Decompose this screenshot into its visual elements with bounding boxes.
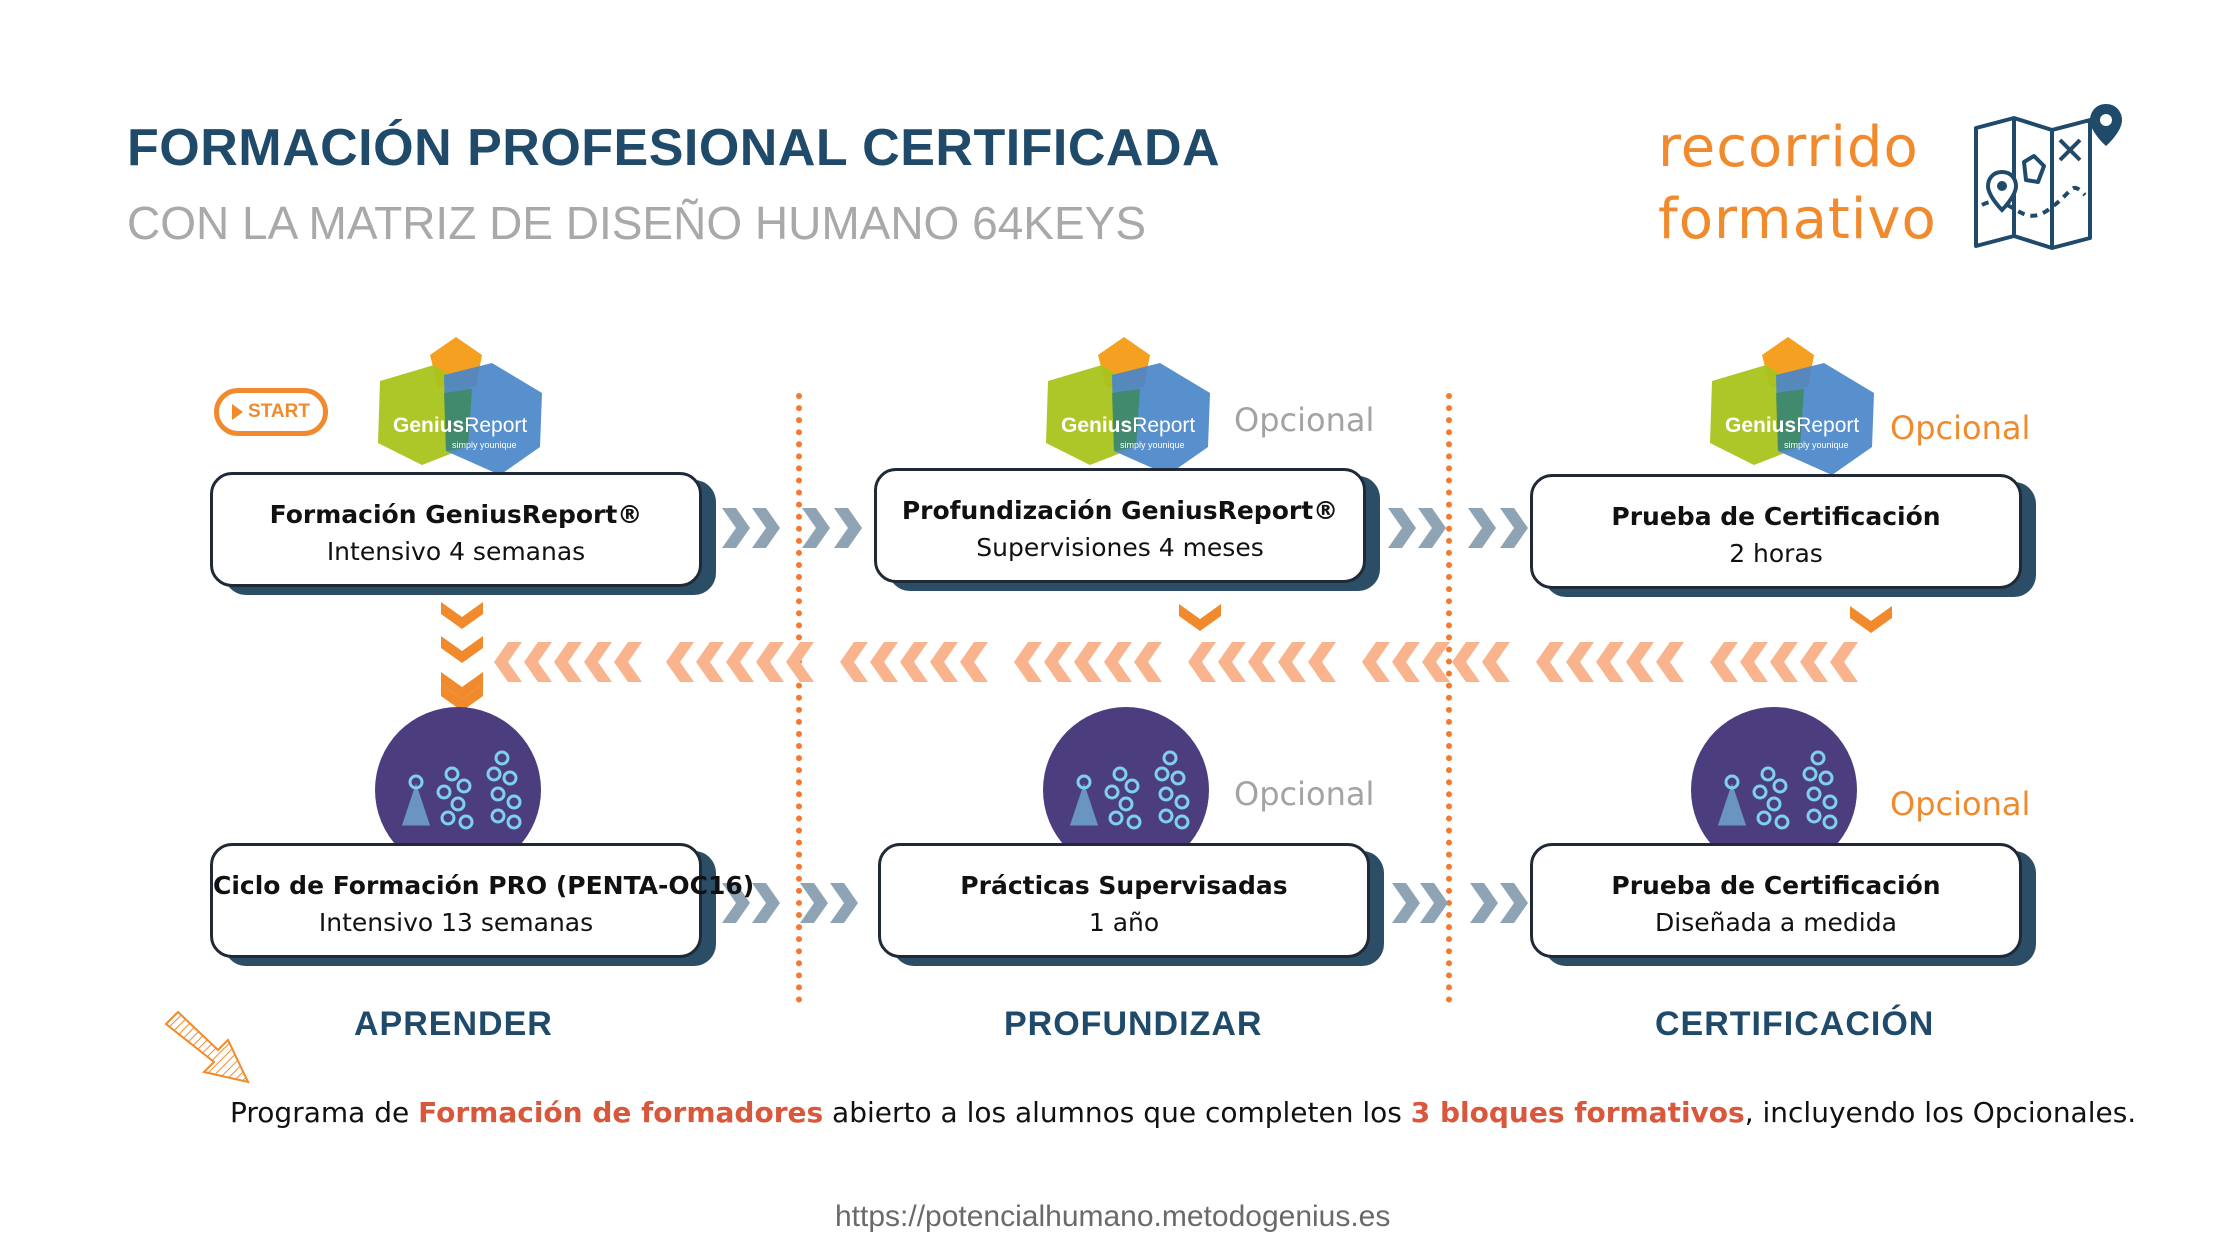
program-note: Programa de Formación de formadores abie… xyxy=(230,1096,2137,1129)
column-label-certificacion: CERTIFICACIÓN xyxy=(1655,1005,1935,1043)
optional-label: Opcional xyxy=(1234,775,1375,813)
footer-url[interactable]: https://potencialhumano.metodogenius.es xyxy=(835,1200,1391,1233)
step-title: Prueba de Certificación xyxy=(1611,871,1941,900)
optional-label: Opcional xyxy=(1890,409,2031,447)
geniusreport-logo-text: GeniusReport xyxy=(1061,414,1196,437)
step-card: Ciclo de Formación PRO (PENTA-OC16) Inte… xyxy=(210,843,755,958)
step-title: Formación GeniusReport® xyxy=(269,500,643,529)
play-icon xyxy=(232,404,244,420)
page-title: FORMACIÓN PROFESIONAL CERTIFICADA xyxy=(127,119,1221,177)
geniusreport-tagline: simply younique xyxy=(1784,440,1849,450)
bodygraph-circle-icon xyxy=(375,707,541,873)
note-highlight-bloques: 3 bloques formativos xyxy=(1410,1096,1745,1129)
arrow-top-1 xyxy=(722,508,862,548)
step-detail: 2 horas xyxy=(1729,539,1823,568)
step-title: Prácticas Supervisadas xyxy=(960,871,1288,900)
down-arrow-mid xyxy=(1179,604,1221,631)
page-subtitle: CON LA MATRIZ DE DISEÑO HUMANO 64KEYS xyxy=(127,197,1147,249)
start-label: START xyxy=(248,401,310,422)
step-card: Prácticas Supervisadas 1 año xyxy=(878,843,1370,958)
step-title: Ciclo de Formación PRO (PENTA-OC16) xyxy=(213,871,755,900)
note-highlight-formadores: Formación de formadores xyxy=(418,1096,824,1129)
brand-line-2: formativo xyxy=(1658,187,1937,252)
optional-label: Opcional xyxy=(1890,785,2031,823)
step-card: Prueba de Certificación 2 horas xyxy=(1530,474,2022,589)
column-label-profundizar: PROFUNDIZAR xyxy=(1004,1005,1263,1043)
column-label-aprender: APRENDER xyxy=(354,1005,553,1043)
brand-tagline: recorrido formativo xyxy=(1658,112,1937,256)
column-separator-1 xyxy=(796,393,802,1003)
step-detail: Supervisiones 4 meses xyxy=(976,533,1264,562)
bodygraph-circle-icon xyxy=(1691,707,1857,873)
geniusreport-logo-icon xyxy=(1710,337,1874,475)
step-detail: Intensivo 13 semanas xyxy=(318,908,594,937)
bodygraph-circle-icon xyxy=(1043,707,1209,873)
optional-label: Opcional xyxy=(1234,401,1375,439)
return-arrow-row xyxy=(494,642,1858,682)
step-card: Profundización GeniusReport® Supervision… xyxy=(874,468,1366,583)
step-card: Formación GeniusReport® Intensivo 4 sema… xyxy=(210,472,702,587)
step-card: Prueba de Certificación Diseñada a medid… xyxy=(1530,843,2022,958)
geniusreport-logo-text: GeniusReport xyxy=(1725,414,1860,437)
down-arrow-left xyxy=(441,602,483,711)
step-detail: Diseñada a medida xyxy=(1655,908,1897,937)
brand-line-1: recorrido xyxy=(1658,115,1919,180)
down-arrow-right xyxy=(1850,606,1892,633)
hatched-arrow-icon xyxy=(164,1010,250,1084)
arrow-top-2 xyxy=(1388,508,1528,548)
arrow-bottom-2 xyxy=(1392,883,1528,923)
step-title: Profundización GeniusReport® xyxy=(901,496,1339,525)
geniusreport-logo-icon xyxy=(1046,337,1210,475)
step-title: Prueba de Certificación xyxy=(1611,502,1941,531)
start-badge: START xyxy=(214,388,328,436)
step-detail: 1 año xyxy=(1088,908,1160,937)
geniusreport-logo-icon xyxy=(378,337,542,475)
geniusreport-logo-text: GeniusReport xyxy=(393,414,528,437)
column-separator-2 xyxy=(1446,393,1452,1003)
geniusreport-tagline: simply younique xyxy=(452,440,517,450)
step-detail: Intensivo 4 semanas xyxy=(326,537,586,566)
geniusreport-tagline: simply younique xyxy=(1120,440,1185,450)
map-pin-icon xyxy=(1974,104,2122,250)
